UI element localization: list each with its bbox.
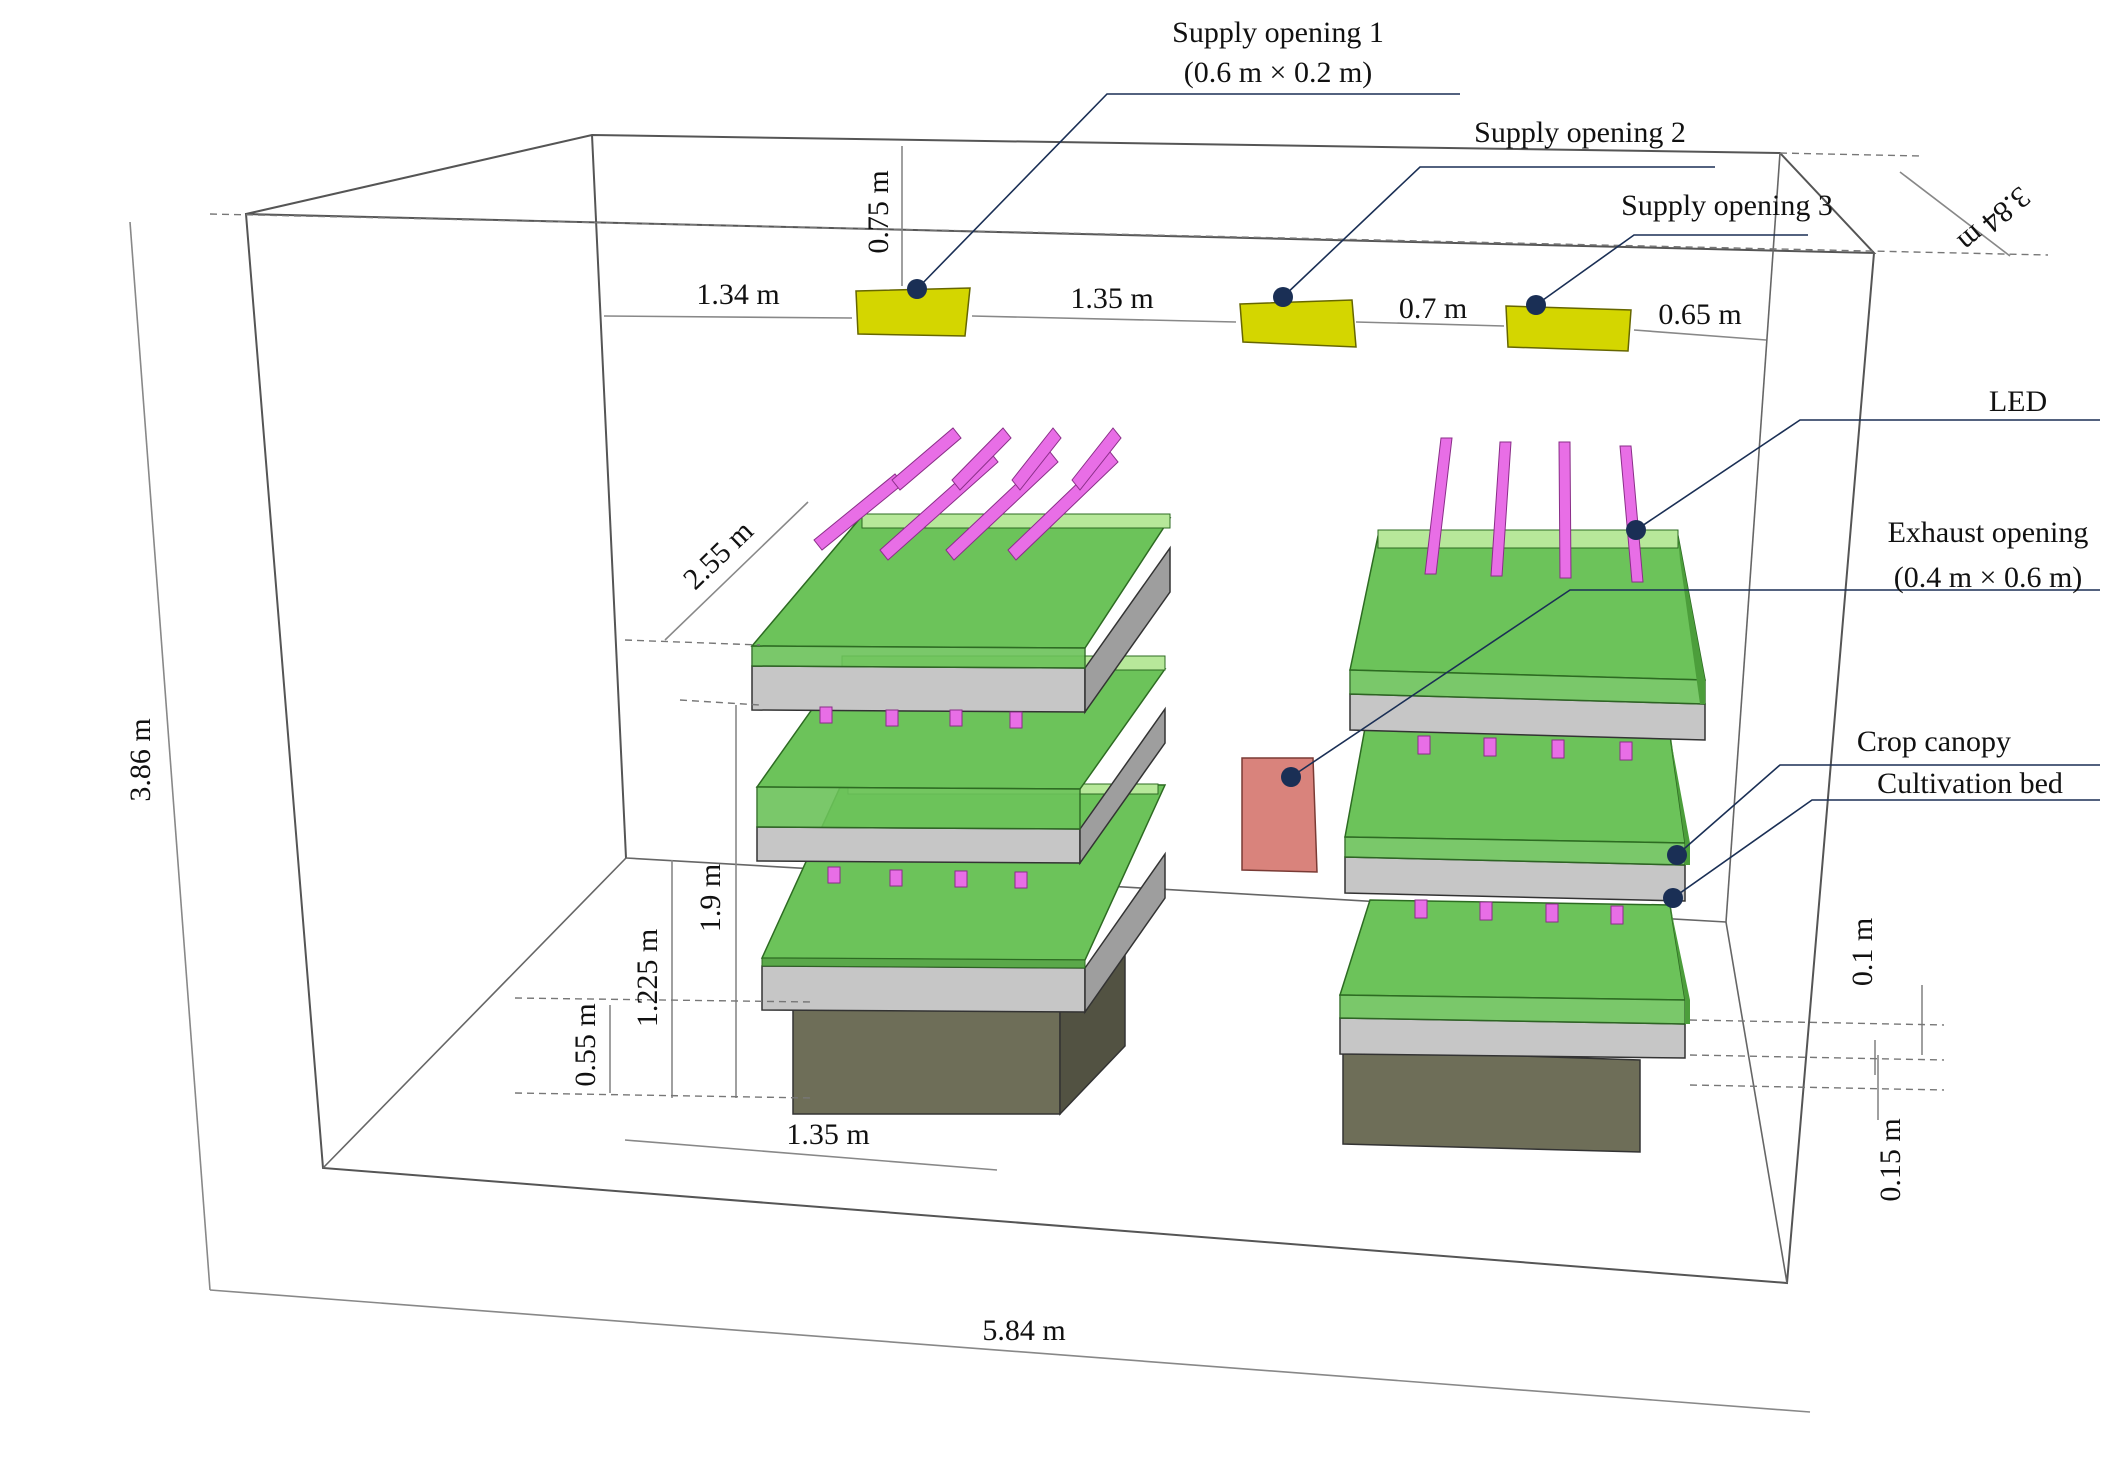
left-rack xyxy=(750,427,1172,1116)
crop-canopy-label: Crop canopy xyxy=(1857,725,2011,758)
dim-canopy-thickness: 0.1 m xyxy=(1846,918,1879,986)
supply-opening-1-size: (0.6 m × 0.2 m) xyxy=(1184,56,1373,89)
supply-opening-3 xyxy=(1505,305,1632,352)
exhaust-opening-name: Exhaust opening xyxy=(1888,516,2089,549)
dim-room-height: 3.86 m xyxy=(124,718,157,801)
left-led-stubs xyxy=(819,706,1028,889)
dim-gap-2-3: 0.7 m xyxy=(1399,292,1467,325)
dim-gap-left: 1.34 m xyxy=(696,278,779,311)
right-rack xyxy=(1338,437,1706,1153)
left-led-bars-top xyxy=(813,427,1122,561)
right-led-stubs xyxy=(1414,735,1633,925)
right-tier-2 xyxy=(1344,727,1690,902)
exhaust-opening-size: (0.4 m × 0.6 m) xyxy=(1894,561,2083,594)
dim-bed-depth: 2.55 m xyxy=(677,514,760,596)
exhaust-opening xyxy=(1241,757,1318,873)
dimension-lines xyxy=(129,146,2049,1413)
supply-openings xyxy=(855,287,1632,352)
led-label: LED xyxy=(1989,385,2047,418)
right-tier-1 xyxy=(1349,529,1706,741)
cultivation-bed-label: Cultivation bed xyxy=(1877,767,2063,800)
dim-bed-thickness: 0.15 m xyxy=(1874,1118,1907,1201)
dim-room-width: 5.84 m xyxy=(982,1314,1065,1347)
dim-gap-right: 0.65 m xyxy=(1658,298,1741,331)
supply-opening-3-name: Supply opening 3 xyxy=(1621,189,1833,222)
right-tier-3 xyxy=(1338,899,1690,1059)
supply-opening-2 xyxy=(1239,299,1357,348)
dim-opening-drop: 0.75 m xyxy=(862,170,895,253)
dim-bed-width: 1.35 m xyxy=(786,1118,869,1151)
supply-opening-1-name: Supply opening 1 xyxy=(1172,16,1384,49)
supply-opening-1 xyxy=(855,287,971,337)
dim-tier-mid: 1.225 m xyxy=(631,929,664,1027)
dim-tier-top: 1.9 m xyxy=(694,864,727,932)
dim-tier-low: 0.55 m xyxy=(569,1003,602,1086)
callout-labels: Supply opening 1 (0.6 m × 0.2 m) Supply … xyxy=(1172,16,2088,800)
callout-lines xyxy=(907,93,2100,908)
dim-gap-1-2: 1.35 m xyxy=(1070,282,1153,315)
left-tier-1 xyxy=(750,513,1172,715)
dim-room-depth: 3.84 m xyxy=(1952,180,2037,259)
right-led-bars-top xyxy=(1424,437,1644,583)
right-base xyxy=(1342,1049,1641,1153)
supply-opening-2-name: Supply opening 2 xyxy=(1474,116,1686,149)
